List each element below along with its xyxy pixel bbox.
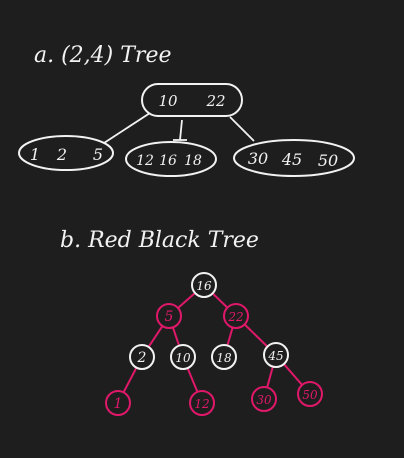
rb-node-label-12: 12 [194,397,209,411]
rb-node-label-45: 45 [267,349,283,363]
rb-node-circle-16 [191,272,217,298]
middle-child-key-1: 16 [159,153,177,169]
rb-node-circle-10 [170,344,196,370]
rb-node-label-16: 16 [196,279,212,293]
rb-node-label-1: 1 [114,396,123,412]
rb-node-circle-18 [211,344,237,370]
right-child-key-1: 45 [281,150,302,169]
right-child-outline [233,139,355,177]
rb-node-circle-1 [105,390,131,416]
rb-edges [122,291,304,394]
rb-node-label-10: 10 [175,351,191,365]
middle-child-outline [125,141,217,177]
rb-node-label-22: 22 [227,310,243,324]
rb-node-1: 1 [105,390,131,416]
rb-node-label-18: 18 [216,351,232,365]
rb-node-circle-45 [263,342,289,368]
rb-node-5: 5 [156,303,182,329]
rb-node-22: 22 [223,303,249,329]
right-child-key-0: 30 [248,149,268,168]
part-b-title: b. Red Black Tree [60,228,259,253]
left-child-outline [18,135,114,171]
left-child-key-1: 2 [56,145,67,164]
btree-left-child-node: 1 2 5 [18,135,114,171]
rb-edge-n5-n2 [147,325,164,348]
rb-edge-n10-n12 [186,367,199,393]
edge-root-to-left [103,112,151,144]
rb-node-circle-22 [223,303,249,329]
rb-edge-n22-n45 [243,323,269,348]
rb-edge-n45-n50 [282,363,304,386]
middle-child-key-0: 12 [136,153,154,169]
btree-middle-child-node: 12 16 18 [125,141,217,177]
root-node-outline [141,83,243,117]
rb-node-circle-5 [156,303,182,329]
btree-root-node: 10 22 [141,83,243,117]
rb-node-label-30: 30 [256,393,272,407]
left-child-key-2: 5 [93,145,103,164]
middle-child-key-2: 18 [184,153,202,169]
rb-edge-n22-n18 [226,326,234,347]
rb-edge-n2-n1 [122,366,138,394]
rb-node-circle-2 [129,344,155,370]
rb-edge-n45-n30 [266,365,274,389]
part-a-title: a. (2,4) Tree [34,43,171,68]
rb-node-18: 18 [211,344,237,370]
right-child-key-2: 50 [318,151,338,170]
left-child-key-0: 1 [30,145,40,164]
rb-node-circle-50 [297,381,323,407]
part-a-two-four-tree: a. (2,4) Tree 10 22 1 2 5 12 16 18 [18,43,355,177]
rb-node-circle-12 [189,390,215,416]
root-key-0: 10 [158,92,178,110]
rb-node-16: 16 [191,272,217,298]
edge-root-to-right [229,116,255,142]
edge-root-to-middle [179,119,183,141]
btree-right-child-node: 30 45 50 [233,139,355,177]
root-key-1: 22 [205,92,225,110]
rb-node-label-2: 2 [137,350,147,366]
rb-node-label-50: 50 [302,388,318,402]
rb-edge-n16-n5 [176,291,197,310]
rb-node-12: 12 [189,390,215,416]
rb-node-label-5: 5 [165,309,174,325]
rb-edge-n16-n22 [211,292,229,309]
rb-edge-n5-n10 [171,326,181,347]
rb-node-10: 10 [170,344,196,370]
rb-node-2: 2 [129,344,155,370]
rb-node-30: 30 [251,386,277,412]
rb-node-45: 45 [263,342,289,368]
rb-node-50: 50 [297,381,323,407]
rb-node-circle-30 [251,386,277,412]
